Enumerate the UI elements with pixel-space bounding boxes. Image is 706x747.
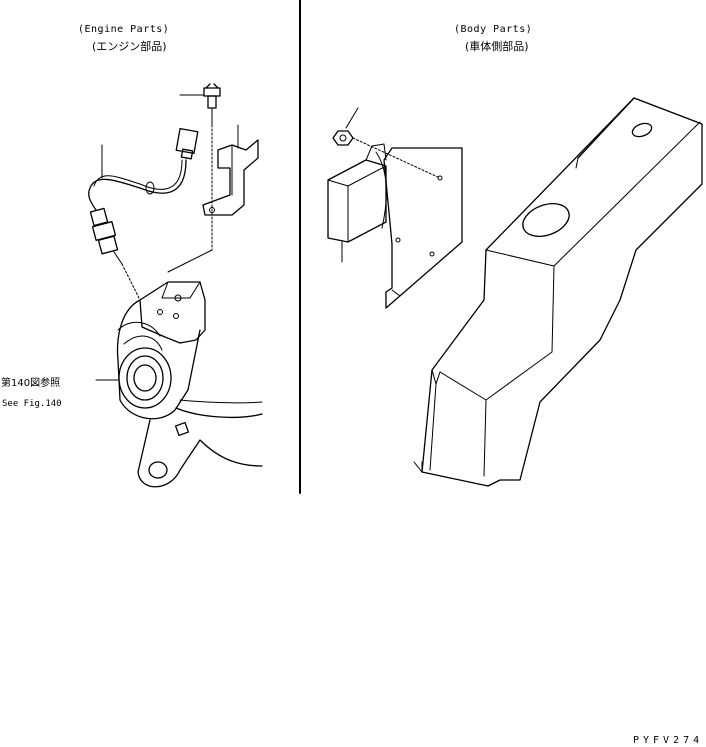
engine-housing: [95, 249, 263, 488]
engine-parts-title: (Engine Parts): [78, 24, 170, 35]
figure-reference-en: See Fig.140: [2, 399, 62, 409]
engine-parts-title-jp: (エンジン部品): [92, 40, 167, 53]
bracket-part: [202, 124, 259, 216]
figure-reference-jp: 第140図参照: [1, 378, 61, 389]
controller-unit: [327, 143, 387, 263]
bolt-part: [179, 83, 221, 251]
sensor-part: [88, 127, 199, 301]
body-frame: [413, 97, 703, 487]
nut-part: [332, 107, 441, 179]
drawing-code: PYFV274: [633, 735, 704, 746]
mounting-plate: [375, 147, 463, 309]
body-parts-title-jp: (車体側部品): [465, 40, 529, 53]
body-parts-title: (Body Parts): [454, 24, 533, 35]
